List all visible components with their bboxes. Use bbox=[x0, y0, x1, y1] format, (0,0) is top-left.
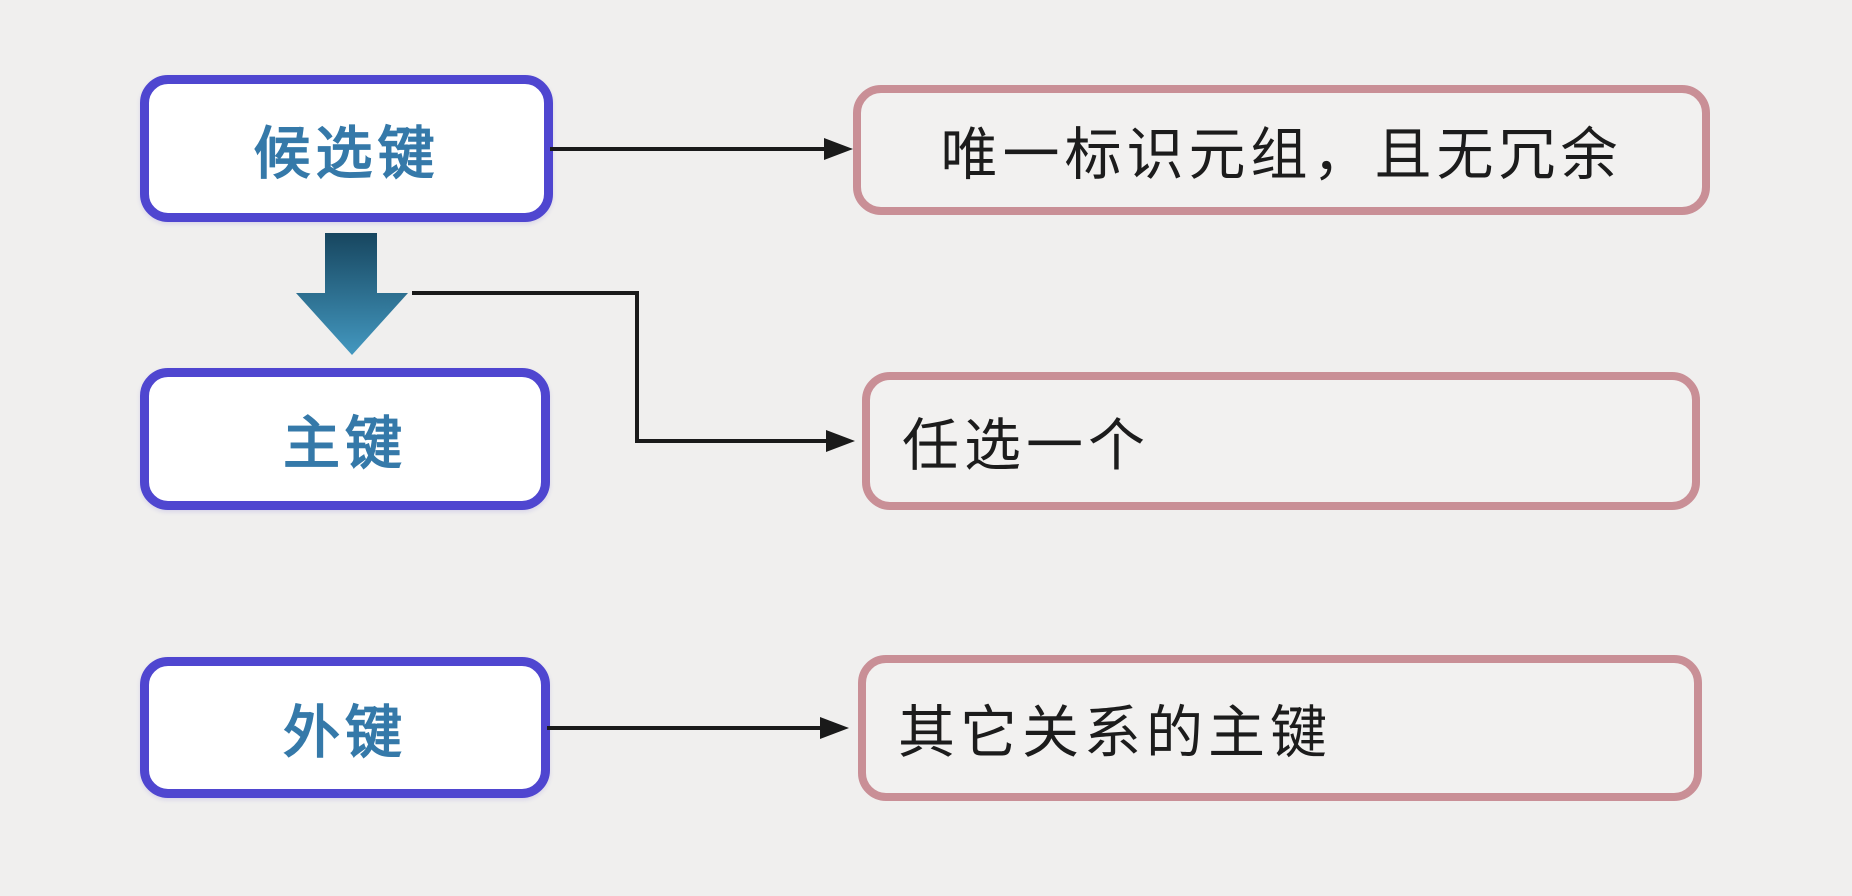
right-arrow-icon bbox=[547, 717, 849, 739]
desc-foreign-key-label: 其它关系的主键 bbox=[898, 701, 1332, 765]
desc-candidate-key-label: 唯一标识元组，且无冗余 bbox=[940, 123, 1623, 187]
node-candidate-key-label: 候选键 bbox=[253, 121, 440, 186]
down-arrow-icon bbox=[296, 233, 408, 355]
right-arrow-icon bbox=[550, 138, 853, 160]
desc-primary-key: 任选一个 bbox=[862, 372, 1700, 510]
node-foreign-key-label: 外键 bbox=[283, 700, 407, 765]
desc-candidate-key: 唯一标识元组，且无冗余 bbox=[853, 85, 1710, 215]
node-candidate-key: 候选键 bbox=[140, 75, 553, 222]
desc-foreign-key: 其它关系的主键 bbox=[858, 655, 1702, 801]
node-primary-key: 主键 bbox=[140, 368, 550, 510]
node-primary-key-label: 主键 bbox=[283, 412, 407, 476]
node-foreign-key: 外键 bbox=[140, 657, 550, 798]
desc-primary-key-label: 任选一个 bbox=[902, 414, 1150, 478]
